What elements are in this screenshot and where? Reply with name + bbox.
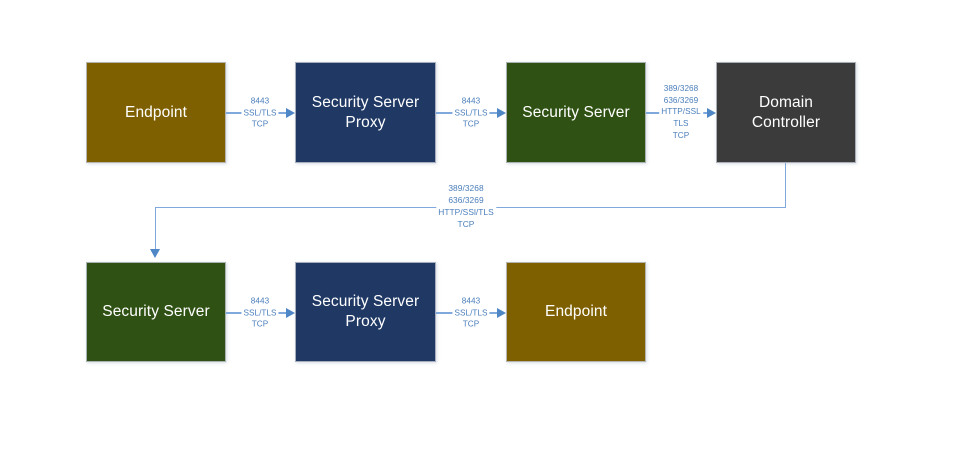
connector-label-dc-to-security-server-bottom: 389/3268 636/3269 HTTP/SSl/TLS TCP bbox=[436, 183, 496, 231]
node-label: Security Server bbox=[522, 103, 630, 121]
node-security-server-top[interactable]: Security Server bbox=[506, 62, 646, 163]
node-label: Security Server Proxy bbox=[311, 93, 420, 131]
node-label: Security Server bbox=[102, 303, 210, 321]
connector-label-proxy-to-endpoint-bottom: 8443 SSL/TLS TCP bbox=[452, 295, 490, 331]
node-label: Security Server Proxy bbox=[311, 293, 420, 330]
node-domain-controller[interactable]: Domain Controller bbox=[716, 62, 856, 163]
connector-label-security-server-to-proxy-bottom: 8443 SSL/TLS TCP bbox=[241, 295, 279, 331]
connector-segment-return-drop bbox=[154, 206, 157, 252]
arrowhead-dc-to-security-server-bottom bbox=[149, 249, 160, 258]
connector-segment-dc-drop bbox=[784, 163, 787, 208]
node-security-server-proxy-top[interactable]: Security Server Proxy bbox=[295, 62, 436, 163]
node-endpoint-top[interactable]: Endpoint bbox=[86, 62, 226, 163]
connector-label-security-server-to-domain-controller: 389/3268 636/3269 HTTP/SSL TLS TCP bbox=[659, 82, 703, 142]
arrowhead-proxy-to-security-server-top bbox=[497, 107, 506, 118]
node-security-server-proxy-bottom[interactable]: Security Server Proxy bbox=[295, 262, 436, 362]
arrowhead-security-server-to-proxy-bottom bbox=[286, 307, 295, 318]
node-label: Endpoint bbox=[545, 303, 607, 321]
connector-label-proxy-to-security-server-top: 8443 SSL/TLS TCP bbox=[452, 95, 490, 131]
arrowhead-endpoint-to-proxy-top bbox=[286, 107, 295, 118]
node-label: Endpoint bbox=[125, 103, 187, 121]
node-security-server-bottom[interactable]: Security Server bbox=[86, 262, 226, 362]
connector-label-endpoint-to-proxy-top: 8443 SSL/TLS TCP bbox=[241, 95, 279, 131]
node-endpoint-bottom[interactable]: Endpoint bbox=[506, 262, 646, 362]
node-label: Domain Controller bbox=[751, 93, 821, 131]
arrowhead-proxy-to-endpoint-bottom bbox=[497, 307, 506, 318]
arrowhead-security-server-to-domain-controller bbox=[707, 107, 716, 118]
